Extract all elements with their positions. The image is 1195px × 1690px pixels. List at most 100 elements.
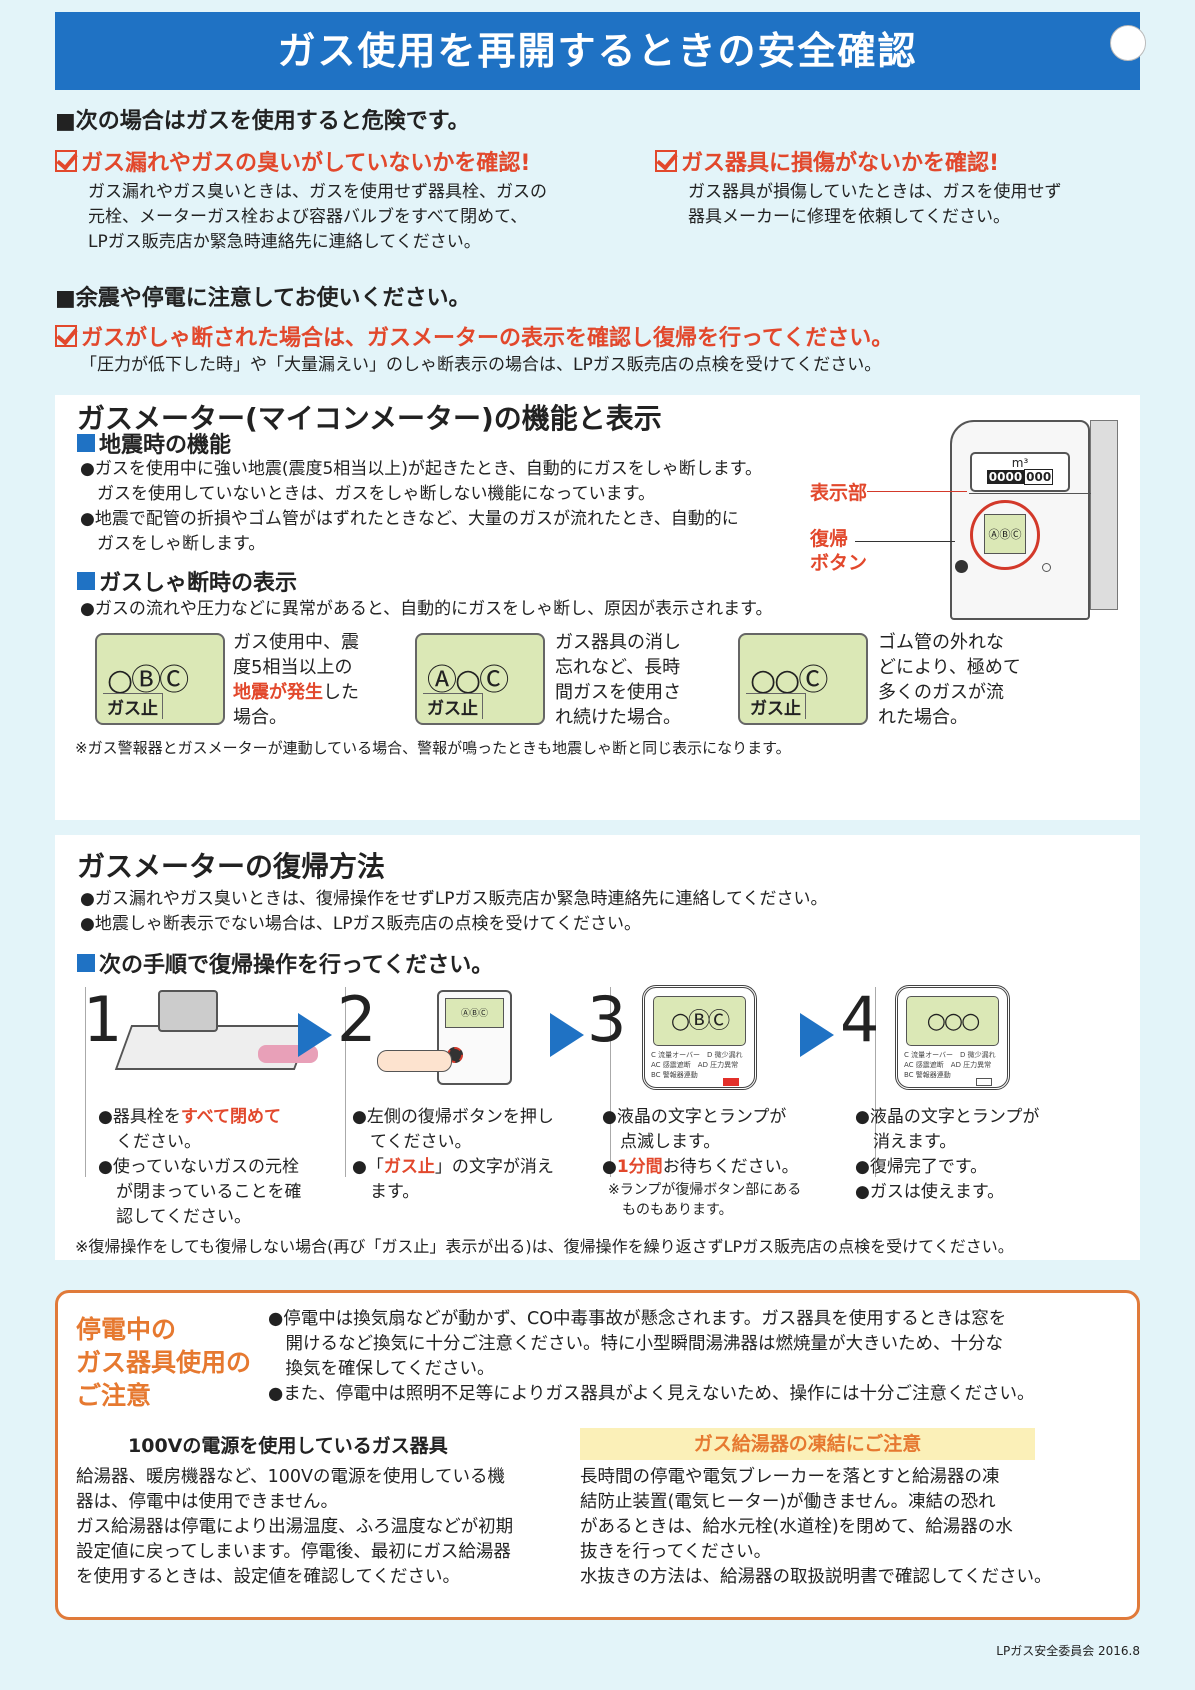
lamp-icon (723, 1078, 739, 1086)
highlight: 地震が発生 (233, 682, 323, 703)
text: ●「 (352, 1157, 384, 1177)
text-line: ●ガスを使用中に強い地震(震度5相当以上)が起きたとき、自動的にガスをしゃ断しま… (80, 459, 763, 479)
text-line: ます。 (370, 1182, 420, 1202)
appliance-damage-text: ガス器具が損傷していたときは、ガスを使用せず 器具メーカーに修理を依頼してくださ… (688, 180, 1062, 230)
text: 」の文字が消え (434, 1157, 554, 1177)
freeze-text: 長時間の停電や電気ブレーカーを落とすと給湯器の凍結防止装置(電気ヒーター)が働き… (580, 1465, 1051, 1590)
next-arrow-icon (550, 1013, 584, 1057)
counter-value: 0000 (986, 470, 1025, 484)
legend-line: C 流量オーバー D 微少漏れ (904, 1051, 996, 1059)
power-outage-box: 停電中のガス器具使用のご注意 ●停電中は換気扇などが動かず、CO中毒事故が懸念さ… (55, 1290, 1140, 1620)
label-line: ボタン (810, 552, 868, 574)
display-desc: ガス器具の消し忘れなど、長時間ガスを使用され続けた場合。 (555, 630, 681, 730)
steps-heading: 次の手順で復帰操作を行ってください。 (77, 947, 493, 979)
100v-text: 給湯器、暖房機器など、100Vの電源を使用している機器は、停電中は使用できません… (76, 1465, 513, 1590)
danger-heading: ■次の場合はガスを使用すると危険です。 (55, 109, 470, 134)
meter-note: ※ガス警報器とガスメーターが連動している場合、警報が鳴ったときも地震しゃ断と同じ… (75, 739, 791, 757)
text-line: 換気を確保してください。 (268, 1359, 495, 1379)
aftershock-heading: ■余震や停電に注意してお使いください。 (55, 286, 471, 311)
highlight: すべて閉めて (180, 1107, 281, 1127)
text-line: 設定値に戻ってしまいます。停電後、最初にガス給湯器 (76, 1542, 511, 1562)
text-line: 消えます。 (873, 1132, 957, 1152)
label-line: 復帰 (810, 528, 849, 550)
gas-leak-text: ガス漏れやガス臭いときは、ガスを使用せず器具栓、ガスの 元栓、メーターガス栓およ… (88, 180, 547, 255)
legend-line: BC 警報器連動 (904, 1071, 951, 1079)
text-line: ●使っていないガスの元栓 (98, 1157, 299, 1177)
gas-stop-label: ガス止 (103, 693, 163, 719)
text-line: ●液晶の文字とランプが (602, 1107, 787, 1127)
text-line: 多くのガスが流 (878, 682, 1004, 703)
next-arrow-icon (298, 1013, 332, 1057)
pot-icon (158, 990, 218, 1032)
outage-text: ●停電中は換気扇などが動かず、CO中毒事故が懸念されます。ガス器具を使用するとき… (268, 1307, 1035, 1407)
recovery-title: ガスメーターの復帰方法 (77, 850, 386, 883)
text: ●器具栓を (98, 1107, 181, 1127)
text-line: 度5相当以上の (233, 657, 353, 678)
highlight: 1分間 (616, 1157, 663, 1177)
text-line: れた場合。 (878, 707, 968, 728)
text-line: 点滅します。 (620, 1132, 721, 1152)
page-title: ガス使用を再開するときの安全確認 (55, 12, 1140, 90)
step-number: 1 (83, 983, 123, 1056)
aftershock-text: 「圧力が低下した時」や「大量漏えい」のしゃ断表示の場合は、LPガス販売店の点検を… (80, 355, 882, 375)
title-line: 停電中の (76, 1315, 177, 1344)
text-line: 長時間の停電や電気ブレーカーを落とすと給湯器の凍 (580, 1467, 1000, 1487)
step-number: 2 (337, 983, 377, 1056)
checkbox-icon (655, 150, 677, 172)
text-line: 器は、停電中は使用できません。 (76, 1492, 338, 1512)
text-line: 器具メーカーに修理を依頼してください。 (688, 207, 1010, 227)
meter-title: ガスメーター(マイコンメーター)の機能と表示 (77, 402, 662, 435)
check-appliance-damage: ガス器具に損傷がないかを確認! (655, 145, 999, 177)
text-line: 水抜きの方法は、給湯器の取扱説明書で確認してください。 (580, 1567, 1052, 1587)
step-text: ●液晶の文字とランプが 点滅します。 ●1分間お待ちください。 ※ランプが復帰ボ… (602, 1105, 801, 1220)
text-line: があるときは、給水元栓(水道栓)を閉めて、給湯器の水 (580, 1517, 1013, 1537)
text-line: ガス器具が損傷していたときは、ガスを使用せず (688, 182, 1062, 202)
text-line: ●液晶の文字とランプが (855, 1107, 1040, 1127)
text-line: 認してください。 (116, 1207, 251, 1227)
square-bullet-icon (77, 572, 95, 590)
square-bullet-icon (77, 954, 95, 972)
display-label: 表示部 (810, 482, 868, 504)
checkbox-icon (55, 325, 77, 347)
gas-stop-label: ガス止 (423, 693, 483, 719)
text-line: 元栓、メーターガス栓および容器バルブをすべて閉めて、 (88, 207, 528, 227)
text-line: てください。 (370, 1132, 472, 1152)
display-symbols: ○○Ⓒ (750, 663, 828, 698)
display-symbols: ○ⒷⒸ (107, 663, 189, 698)
recovery-note: ※復帰操作をしても復帰しない場合(再び「ガス止」表示が出る)は、復帰操作を繰り返… (75, 1237, 1014, 1256)
meter-panel: ガスメーター(マイコンメーター)の機能と表示 地震時の機能 ●ガスを使用中に強い… (55, 395, 1140, 820)
text-line: 場合。 (233, 707, 287, 728)
gas-stop-label: ガス止 (746, 693, 806, 719)
lamp-off-icon (976, 1078, 992, 1086)
meter-illustration: ⒶⒷⒸ (437, 990, 512, 1085)
text-line: れ続けた場合。 (555, 707, 681, 728)
text-line: 給湯器、暖房機器など、100Vの電源を使用している機 (76, 1467, 505, 1487)
outage-title: 停電中のガス器具使用のご注意 (76, 1313, 251, 1412)
text-line: ゴム管の外れな (878, 632, 1004, 653)
lcd-symbols: ○○○ (906, 996, 999, 1046)
legend-line: BC 警報器連動 (651, 1071, 698, 1079)
step-text: ●左側の復帰ボタンを押し てください。 ●「ガス止」の文字が消え ます。 (352, 1105, 554, 1205)
step-text: ●器具栓をすべて閉めて ください。 ●使っていないガスの元栓 が閉まっていること… (98, 1105, 301, 1230)
text-line: ガス使用中、震 (233, 632, 359, 653)
reset-button-label: 復帰ボタン (810, 527, 867, 575)
shutoff-heading: ガスしゃ断時の表示 (77, 565, 297, 597)
text-line: 開けるなど換気に十分ご注意ください。特に小型瞬間湯沸器は燃焼量が大きいため、十分… (268, 1334, 1003, 1354)
step-number: 4 (840, 983, 880, 1056)
text: した (323, 682, 359, 703)
text-line: ●ガスは使えます。 (855, 1182, 1005, 1202)
legend-line: AC 感震遮断 AD 圧力異常 (651, 1061, 739, 1069)
counter-small: 000 (1024, 469, 1054, 485)
text-line: ガス給湯器は停電により出湯温度、ふろ温度などが初期 (76, 1517, 514, 1537)
text-line: ●停電中は換気扇などが動かず、CO中毒事故が懸念されます。ガス器具を使用するとき… (268, 1309, 1007, 1329)
100v-heading: 100Vの電源を使用しているガス器具 (128, 1435, 448, 1457)
recovery-panel: ガスメーターの復帰方法 ●ガス漏れやガス臭いときは、復帰操作をせずLPガス販売店… (55, 835, 1140, 1260)
recovery-text: ●ガス漏れやガス臭いときは、復帰操作をせずLPガス販売店か緊急時連絡先に連絡して… (80, 887, 828, 937)
